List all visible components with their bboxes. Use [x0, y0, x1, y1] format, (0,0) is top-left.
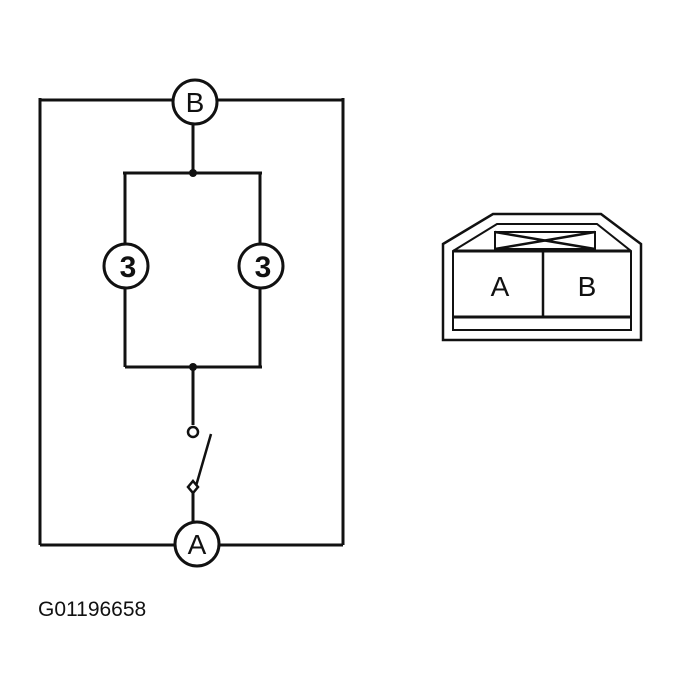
- terminal-a: A: [173, 520, 221, 568]
- connector-pin-a: A: [491, 271, 510, 302]
- bulb-right-icon: 3: [237, 242, 285, 290]
- switch-icon: [186, 425, 213, 522]
- outer-loop: [38, 98, 345, 547]
- terminal-b-label: B: [186, 87, 205, 118]
- connector-icon: A B: [441, 212, 643, 342]
- reference-code: G01196658: [38, 598, 146, 621]
- terminal-a-label: A: [188, 529, 207, 560]
- svg-text:3: 3: [255, 251, 272, 284]
- terminal-b: B: [171, 78, 219, 126]
- bulb-left-icon: 3: [102, 242, 150, 290]
- connector-pin-b: B: [578, 271, 597, 302]
- svg-text:3: 3: [120, 251, 137, 284]
